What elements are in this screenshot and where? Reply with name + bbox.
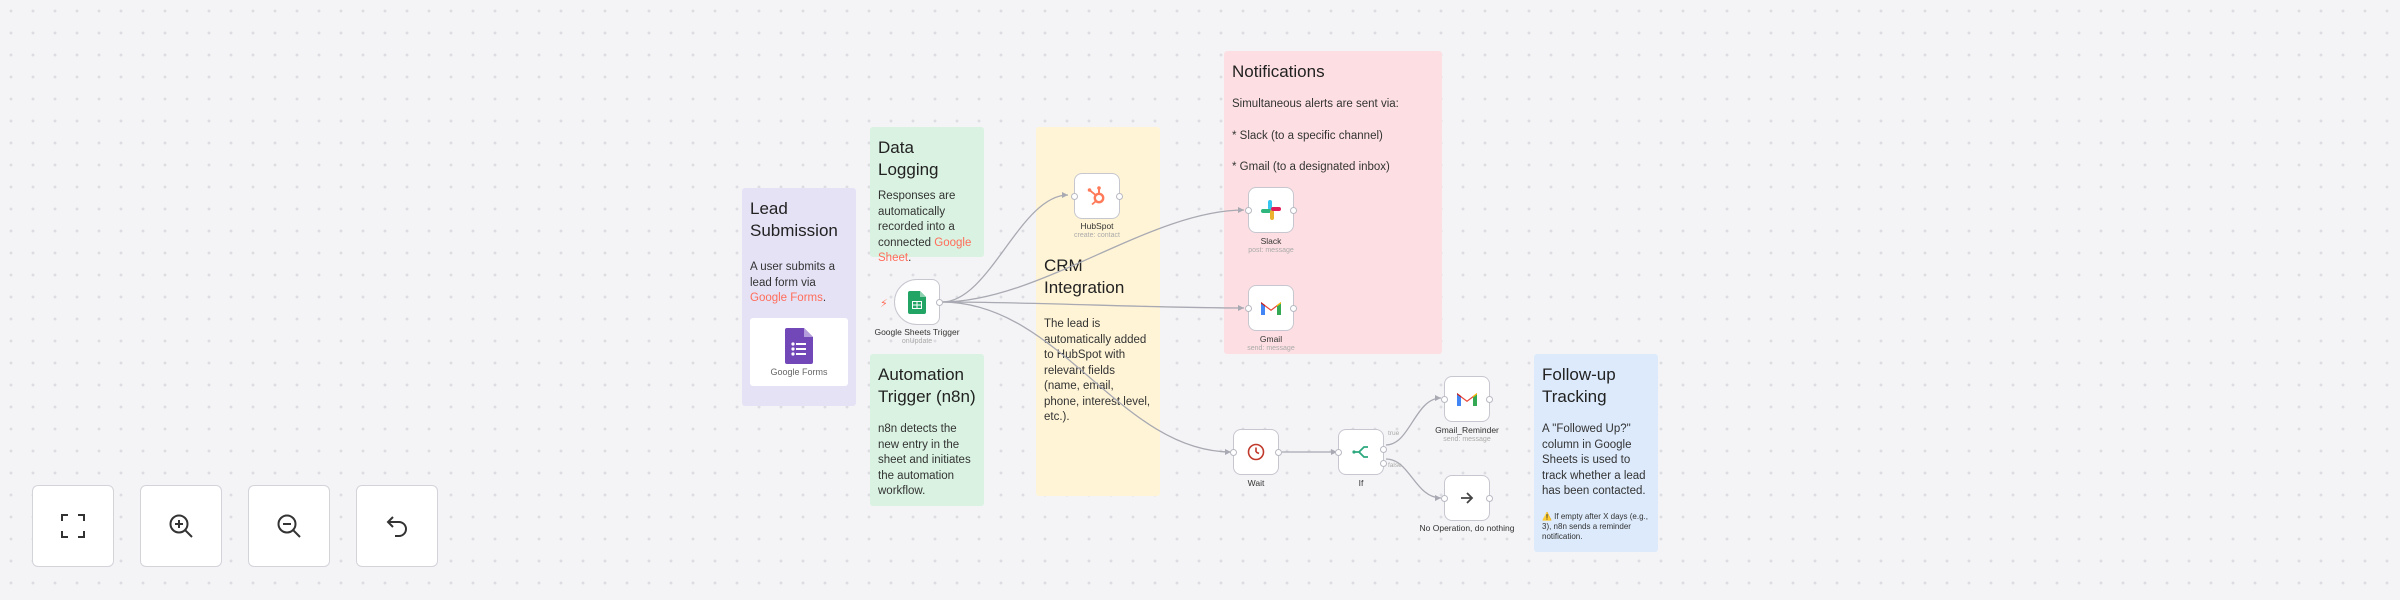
wait-clock-icon	[1247, 443, 1265, 461]
gmail-icon	[1261, 301, 1281, 315]
sticky-line-1: Simultaneous alerts are sent via:	[1232, 98, 1399, 110]
sticky-lead-submission[interactable]: Lead Submission A user submits a lead fo…	[742, 188, 856, 406]
sticky-title: CRM Integration	[1044, 256, 1125, 297]
input-port[interactable]	[1441, 494, 1448, 502]
node-label: Gmail_Reminder	[1435, 425, 1499, 435]
zoom-out-button[interactable]	[248, 485, 330, 567]
input-port[interactable]	[1335, 448, 1342, 456]
node-subtitle: send: message	[1443, 436, 1491, 443]
hubspot-icon	[1087, 186, 1105, 206]
zoom-in-icon	[169, 514, 193, 538]
output-port[interactable]	[1275, 448, 1282, 456]
node-subtitle: send: message	[1247, 345, 1295, 352]
node-slack[interactable]	[1245, 187, 1297, 233]
gmail-icon	[1457, 392, 1477, 406]
google-forms-label: Google Forms	[770, 366, 828, 377]
input-port[interactable]	[1071, 192, 1078, 200]
sticky-follow-up-tracking[interactable]: Follow-up Tracking A "Followed Up?" colu…	[1534, 354, 1658, 552]
fit-view-button[interactable]	[32, 485, 114, 567]
output-port[interactable]	[1290, 206, 1297, 214]
trigger-bolt-icon: ⚡	[880, 298, 888, 310]
fit-view-icon	[61, 514, 85, 538]
if-branch-icon	[1352, 446, 1368, 458]
node-label: HubSpot	[1080, 221, 1114, 231]
if-false-label: false	[1388, 462, 1402, 469]
google-sheets-icon	[908, 290, 926, 314]
node-hubspot[interactable]	[1071, 173, 1123, 219]
output-port-false[interactable]	[1380, 460, 1387, 467]
sticky-title: Lead Submission	[750, 199, 838, 240]
sticky-note: ⚠️ If empty after X days (e.g., 3), n8n …	[1542, 511, 1648, 541]
zoom-out-icon	[277, 514, 301, 538]
sticky-text: A user submits a lead form via Google Fo…	[750, 261, 836, 304]
arrow-right-icon	[1461, 492, 1474, 504]
node-no-operation[interactable]	[1441, 475, 1493, 521]
node-label: Slack	[1260, 236, 1282, 246]
sticky-title: Follow-up Tracking	[1542, 365, 1616, 406]
output-port[interactable]	[1290, 304, 1297, 312]
input-port[interactable]	[1245, 206, 1252, 214]
sticky-title: Automation Trigger (n8n)	[878, 365, 976, 406]
node-label: No Operation, do nothing	[1419, 523, 1515, 533]
output-port[interactable]	[1116, 192, 1123, 200]
node-subtitle: create: contact	[1074, 232, 1120, 239]
zoom-in-button[interactable]	[140, 485, 222, 567]
node-label: If	[1358, 478, 1364, 488]
google-forms-icon	[785, 327, 813, 364]
sticky-text: n8n detects the new entry in the sheet a…	[878, 423, 971, 497]
undo-icon	[386, 516, 407, 537]
sticky-line-2: * Slack (to a specific channel)	[1232, 129, 1383, 142]
reset-zoom-button[interactable]	[356, 485, 438, 567]
node-wait[interactable]	[1230, 429, 1282, 475]
input-port[interactable]	[1441, 395, 1448, 403]
node-label: Google Sheets Trigger	[874, 327, 960, 337]
node-subtitle: post: message	[1248, 247, 1294, 254]
output-port[interactable]	[1486, 395, 1493, 403]
google-forms-image: Google Forms	[750, 318, 848, 386]
node-subtitle: onUpdate	[901, 338, 933, 345]
sticky-title: Data Logging	[878, 138, 939, 179]
sticky-text: Responses are automatically recorded int…	[878, 190, 972, 264]
if-true-label: true	[1388, 430, 1400, 437]
input-port[interactable]	[1230, 448, 1237, 456]
sticky-text: A "Followed Up?" column in Google Sheets…	[1542, 423, 1646, 497]
node-gmail-reminder[interactable]	[1441, 376, 1493, 422]
node-gmail[interactable]	[1245, 285, 1297, 331]
sticky-data-logging[interactable]: Data Logging Responses are automatically…	[870, 127, 984, 264]
node-label: Gmail	[1259, 334, 1283, 344]
input-port[interactable]	[1245, 304, 1252, 312]
node-google-sheets-trigger[interactable]: ⚡	[880, 279, 943, 325]
node-if[interactable]	[1335, 429, 1387, 475]
node-label: Wait	[1247, 478, 1265, 488]
output-port-true[interactable]	[1380, 446, 1387, 453]
slack-icon	[1261, 200, 1281, 220]
sticky-line-3: * Gmail (to a designated inbox)	[1232, 161, 1390, 173]
sticky-automation-trigger[interactable]: Automation Trigger (n8n) n8n detects the…	[870, 354, 984, 506]
sticky-text: The lead is automatically added to HubSp…	[1044, 318, 1151, 423]
sticky-title: Notifications	[1232, 62, 1325, 81]
output-port[interactable]	[936, 298, 943, 306]
output-port[interactable]	[1486, 494, 1493, 502]
